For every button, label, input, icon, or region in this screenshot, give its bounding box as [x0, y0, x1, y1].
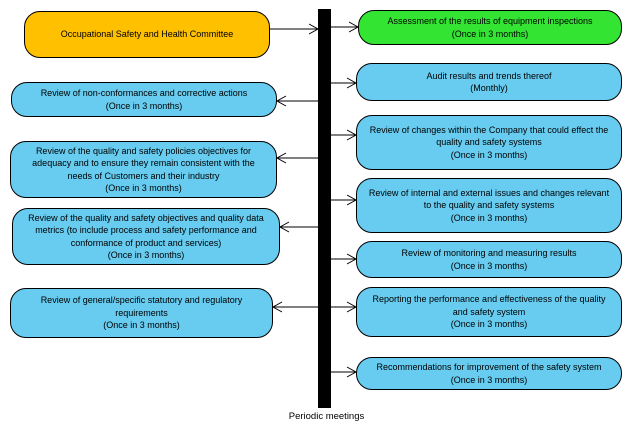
connector-arrowhead-equipment-inspections — [348, 21, 360, 33]
node-frequency: (Once in 3 months) — [107, 250, 185, 260]
connector-arrowhead-company-changes — [346, 129, 358, 141]
diagram-node-monitoring-measuring: Review of monitoring and measuring resul… — [356, 241, 622, 278]
connector-arrowhead-monitoring-measuring — [346, 253, 358, 265]
diagram-node-recommendations-improvement: Recommendations for improvement of the s… — [356, 357, 622, 390]
diagram-node-policies-adequacy: Review of the quality and safety policie… — [10, 141, 277, 198]
node-frequency: (Monthly) — [470, 83, 508, 93]
connector-arrowhead-policies-adequacy — [275, 152, 287, 164]
node-frequency: (Once in 3 months) — [450, 260, 528, 271]
connector-arrowhead-nonconformances — [275, 95, 287, 107]
node-frequency: (Once in 3 months) — [450, 319, 528, 330]
node-label: Review of internal and external issues a… — [368, 187, 610, 211]
node-label: Audit results and trends thereof — [426, 70, 552, 81]
node-label: Recommendations for improvement of the s… — [376, 362, 602, 372]
connector-arrowhead-statutory-requirements — [271, 301, 283, 313]
node-frequency: (Once in 3 months) — [103, 320, 180, 331]
diagram-node-statutory-requirements: Review of general/specific statutory and… — [10, 288, 273, 338]
node-frequency: (Once in 3 months) — [450, 374, 528, 385]
connector-arrowhead-reporting-performance — [346, 301, 358, 313]
node-frequency: (Once in 3 months) — [451, 28, 529, 39]
node-frequency: (Once in 3 months) — [450, 149, 528, 160]
node-label: Review of the quality and safety policie… — [32, 145, 255, 181]
diagram-node-audit-results: Audit results and trends thereof (Monthly… — [356, 63, 622, 101]
node-frequency: (Once in 3 months) — [105, 100, 183, 111]
diagram-node-nonconformances: Review of non-conformances and correctiv… — [11, 82, 277, 117]
node-frequency: (Once in 3 months) — [105, 183, 182, 193]
connector-arrowhead-audit-results — [346, 77, 358, 89]
node-label: Review of monitoring and measuring resul… — [401, 248, 577, 258]
node-label: Occupational Safety and Health Committee — [60, 29, 234, 40]
connector-arrowhead-objectives-metrics — [278, 221, 290, 233]
node-label: Assessment of the results of equipment i… — [387, 16, 593, 26]
diagram-node-reporting-performance: Reporting the performance and effectiven… — [356, 287, 622, 337]
node-frequency: (Once in 3 months) — [450, 212, 528, 223]
connector-arrowhead-committee — [308, 23, 320, 35]
connector-arrowhead-recommendations-improvement — [346, 366, 358, 378]
periodic-meetings-label: Periodic meetings — [288, 411, 365, 422]
node-label: Review of general/specific statutory and… — [40, 295, 243, 318]
diagram-node-internal-external-issues: Review of internal and external issues a… — [356, 178, 622, 233]
node-label: Review of changes within the Company tha… — [369, 124, 609, 148]
connector-arrowhead-internal-external-issues — [346, 194, 358, 206]
diagram-node-committee: Occupational Safety and Health Committee — [24, 11, 270, 58]
periodic-meetings-bar — [318, 9, 331, 408]
diagram-node-equipment-inspections: Assessment of the results of equipment i… — [358, 10, 622, 45]
node-label: Reporting the performance and effectiven… — [372, 294, 606, 317]
node-label: Review of the quality and safety objecti… — [28, 212, 264, 248]
diagram-node-objectives-metrics: Review of the quality and safety objecti… — [12, 208, 280, 265]
diagram-node-company-changes: Review of changes within the Company tha… — [356, 115, 622, 170]
node-label: Review of non-conformances and correctiv… — [40, 88, 248, 98]
